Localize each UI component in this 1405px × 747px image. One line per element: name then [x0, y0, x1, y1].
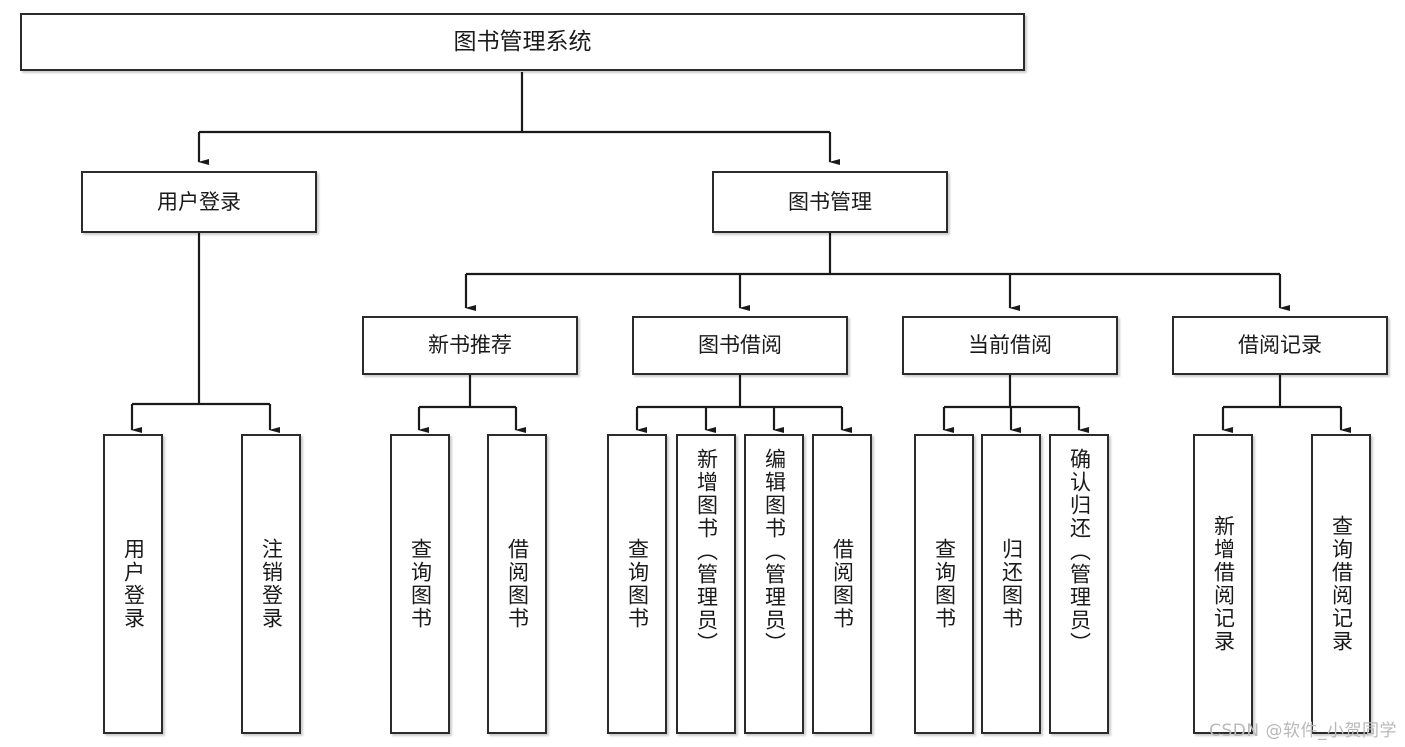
node-label: 当前借阅	[968, 333, 1052, 358]
leaf-current-borrow-return-book[interactable]: 归还图书	[981, 434, 1041, 734]
node-user-login[interactable]: 用户登录	[81, 171, 317, 233]
leaf-new-book-query-book[interactable]: 查询图书	[390, 434, 450, 734]
node-label: 借阅图书	[830, 538, 855, 630]
leaf-current-borrow-query-book[interactable]: 查询图书	[914, 434, 974, 734]
node-label: 借阅图书	[505, 538, 530, 630]
node-label: 注销登录	[259, 538, 284, 630]
node-label: 新增图书（管理员）	[694, 448, 719, 655]
leaf-book-borrow-query-book[interactable]: 查询图书	[607, 434, 667, 734]
leaf-user-login-logout[interactable]: 注销登录	[241, 434, 301, 734]
leaf-book-borrow-add-book-admin[interactable]: 新增图书（管理员）	[676, 434, 736, 734]
node-label: 查询借阅记录	[1329, 515, 1354, 653]
node-current-borrow[interactable]: 当前借阅	[902, 316, 1118, 375]
node-book-management-system[interactable]: 图书管理系统	[20, 13, 1025, 71]
leaf-book-borrow-borrow-book[interactable]: 借阅图书	[812, 434, 872, 734]
node-label: 图书管理	[788, 189, 872, 214]
node-book-borrow[interactable]: 图书借阅	[632, 316, 848, 375]
node-label: 归还图书	[999, 538, 1024, 630]
node-new-book-recommend[interactable]: 新书推荐	[362, 316, 578, 375]
leaf-current-borrow-confirm-return-admin[interactable]: 确认归还（管理员）	[1049, 434, 1109, 734]
node-label: 图书管理系统	[453, 28, 592, 55]
node-borrow-record[interactable]: 借阅记录	[1172, 316, 1388, 375]
node-label: 用户登录	[121, 538, 146, 630]
leaf-borrow-record-add-record[interactable]: 新增借阅记录	[1193, 434, 1253, 734]
node-label: 借阅记录	[1238, 333, 1322, 358]
leaf-book-borrow-edit-book-admin[interactable]: 编辑图书（管理员）	[744, 434, 804, 734]
node-label: 图书借阅	[698, 333, 782, 358]
node-label: 新书推荐	[428, 333, 512, 358]
node-label: 查询图书	[625, 538, 650, 630]
node-book-management[interactable]: 图书管理	[712, 171, 948, 233]
leaf-borrow-record-query-record[interactable]: 查询借阅记录	[1311, 434, 1371, 734]
node-label: 查询图书	[932, 538, 957, 630]
leaf-new-book-borrow-book[interactable]: 借阅图书	[487, 434, 547, 734]
node-label: 用户登录	[157, 189, 241, 214]
node-label: 查询图书	[408, 538, 433, 630]
csdn-watermark: CSDN @软件_小贺同学	[1209, 721, 1397, 741]
node-label: 编辑图书（管理员）	[762, 448, 787, 655]
node-label: 确认归还（管理员）	[1067, 448, 1092, 655]
node-label: 新增借阅记录	[1211, 515, 1236, 653]
leaf-user-login-login[interactable]: 用户登录	[103, 434, 163, 734]
